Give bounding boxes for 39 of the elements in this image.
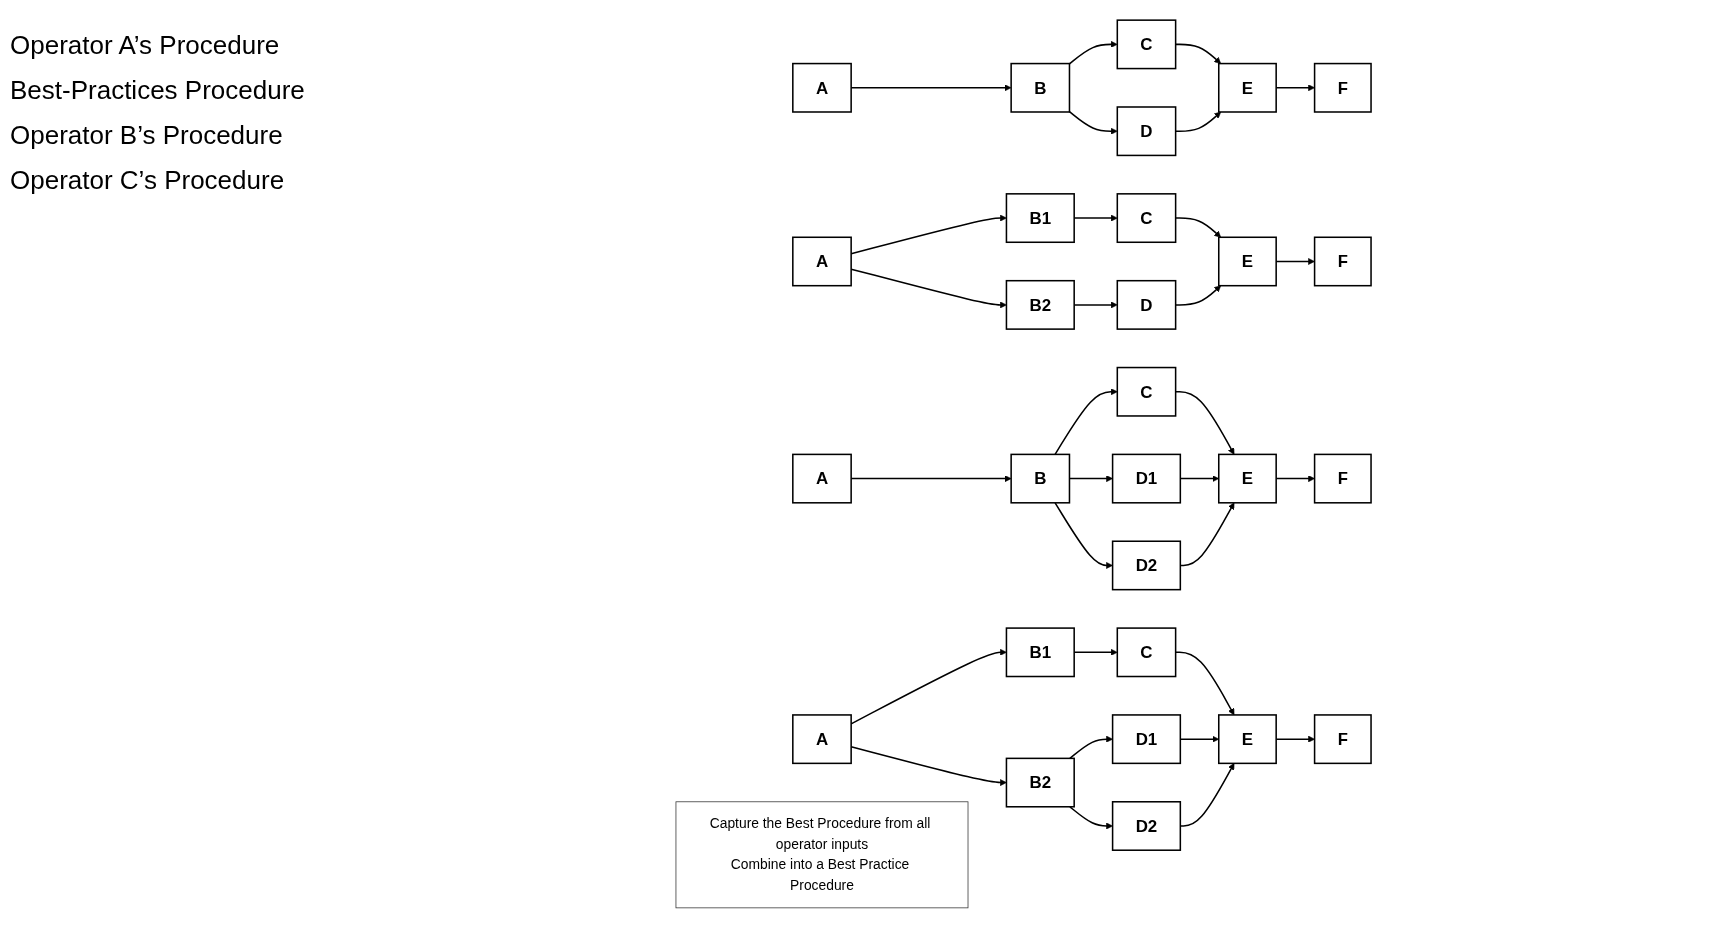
- node-box: D: [1116, 105, 1177, 156]
- node-box: B2: [1005, 757, 1075, 808]
- node-box: A: [792, 453, 852, 504]
- node-box: E: [1218, 453, 1277, 504]
- node-box: B2: [1005, 279, 1075, 330]
- node-box: B1: [1005, 626, 1075, 677]
- node-box: D1: [1111, 453, 1182, 504]
- node-box: D1: [1111, 713, 1182, 764]
- node-box: A: [792, 713, 852, 764]
- node-box: C: [1116, 192, 1177, 243]
- arrow: [1068, 40, 1118, 65]
- arrow: [1069, 805, 1113, 829]
- node-box: E: [1218, 62, 1277, 113]
- node-box: B1: [1005, 192, 1075, 243]
- arrow: [1054, 387, 1118, 455]
- node-box: A: [792, 62, 852, 113]
- arrow: [1054, 501, 1113, 569]
- arrow: [1069, 735, 1113, 759]
- node-box: F: [1313, 62, 1372, 113]
- node-box: B: [1010, 453, 1071, 504]
- node-box: E: [1218, 236, 1277, 286]
- procedure-heading: Operator B’s Procedure: [10, 120, 284, 151]
- node-box: D: [1116, 279, 1177, 330]
- node-box: D2: [1111, 800, 1182, 851]
- node-box: F: [1313, 236, 1372, 286]
- procedure-heading: Operator C’s Procedure: [10, 165, 286, 196]
- node-box: E: [1218, 713, 1277, 764]
- node-box: C: [1116, 366, 1177, 417]
- arrow: [1068, 110, 1118, 135]
- node-box: C: [1116, 18, 1177, 69]
- node-box: C: [1116, 626, 1177, 677]
- node-box: B: [1010, 62, 1071, 113]
- node-box: D2: [1111, 539, 1182, 590]
- procedure-heading: Best-Practices Procedure: [10, 75, 306, 106]
- procedure-heading: Operator A’s Procedure: [10, 30, 281, 61]
- node-box: F: [1313, 713, 1372, 764]
- node-box: Capture the Best Procedure from all operator inputs Combine into a Best Practice Procedure: [675, 800, 969, 908]
- node-box: F: [1313, 453, 1372, 504]
- node-box: A: [792, 236, 852, 286]
